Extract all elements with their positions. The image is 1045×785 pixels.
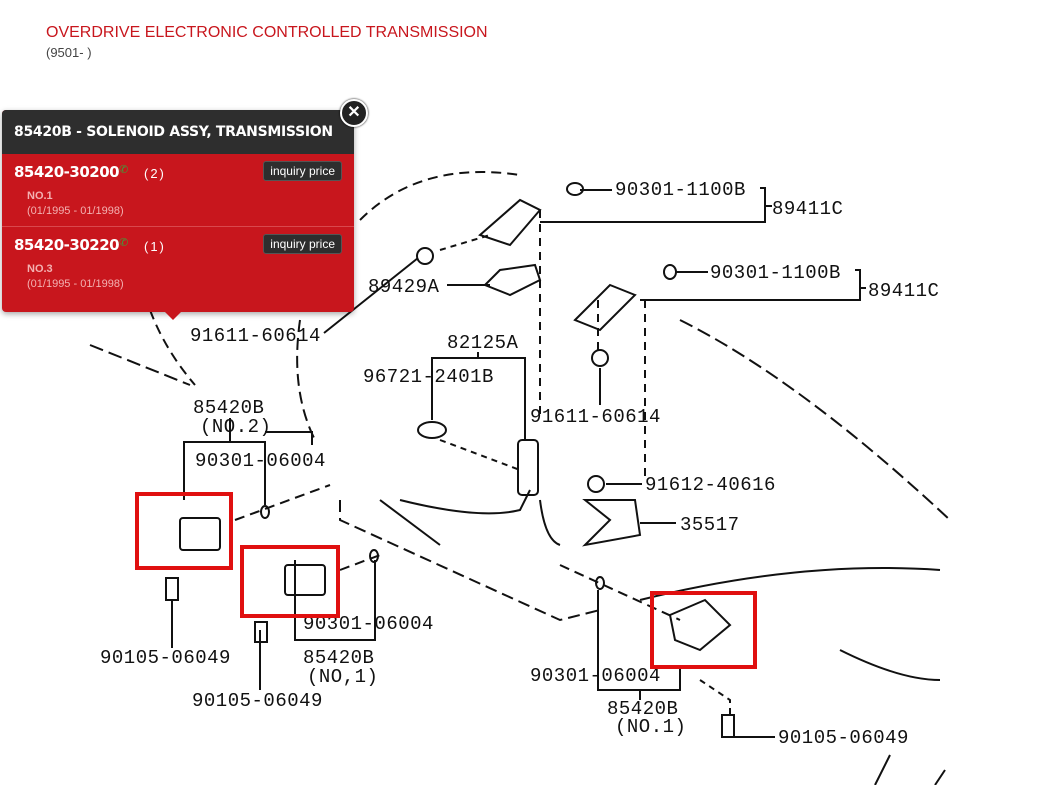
part-label[interactable]: 91611-60614 (530, 406, 661, 428)
part-label[interactable]: 91611-60614 (190, 325, 321, 347)
part-label[interactable]: 96721-2401B (363, 366, 494, 388)
part-dates: (01/1995 - 01/1998) (27, 278, 124, 290)
highlight-box[interactable] (240, 545, 340, 618)
part-label[interactable]: 90301-06004 (303, 613, 434, 635)
part-dates: (01/1995 - 01/1998) (27, 205, 124, 217)
close-icon[interactable]: ✕ (340, 99, 368, 127)
part-label: (NO.2) (200, 416, 271, 438)
highlight-box[interactable] (650, 591, 757, 669)
part-label[interactable]: 90301-06004 (530, 665, 661, 687)
part-number[interactable]: 85420-30220✆ (14, 236, 128, 254)
part-number[interactable]: 85420-30200✆ (14, 163, 128, 181)
part-note: NO.3 (01/1995 - 01/1998) (27, 262, 124, 292)
part-quantity: (2) (144, 166, 166, 181)
part-label[interactable]: 90301-1100B (615, 179, 746, 201)
part-label[interactable]: 90105-06049 (100, 647, 231, 669)
page-subtitle: (9501- ) (46, 45, 92, 60)
phone-icon: ✆ (119, 236, 128, 249)
part-number-text: 85420-30200 (14, 163, 120, 181)
part-label[interactable]: 89411C (868, 280, 939, 302)
popup-title: 85420B - SOLENOID ASSY, TRANSMISSION (2, 110, 354, 154)
part-label[interactable]: 90105-06049 (778, 727, 909, 749)
popup-pointer (164, 311, 182, 320)
part-label[interactable]: 85420B (607, 698, 678, 720)
part-label: (NO,1) (307, 666, 378, 688)
part-label: (NO.1) (615, 716, 686, 738)
part-label[interactable]: 90301-1100B (710, 262, 841, 284)
page-title: OVERDRIVE ELECTRONIC CONTROLLED TRANSMIS… (46, 24, 488, 41)
part-number-text: 85420-30220 (14, 236, 120, 254)
part-label[interactable]: 89429A (368, 276, 440, 298)
part-label[interactable]: 91612-40616 (645, 474, 776, 496)
part-note-label: NO.3 (27, 263, 53, 275)
part-label[interactable]: 90105-06049 (192, 690, 323, 712)
part-label[interactable]: 85420B (193, 397, 264, 419)
highlight-box[interactable] (135, 492, 233, 570)
part-row: 85420-30200✆ (2) NO.1 (01/1995 - 01/1998)… (2, 154, 354, 227)
part-label[interactable]: 90301-06004 (195, 450, 326, 472)
part-label[interactable]: 35517 (680, 514, 740, 536)
inquiry-price-button[interactable]: inquiry price (263, 161, 342, 181)
part-row: 85420-30220✆ (1) NO.3 (01/1995 - 01/1998)… (2, 227, 354, 299)
part-note: NO.1 (01/1995 - 01/1998) (27, 189, 124, 219)
phone-icon: ✆ (119, 163, 128, 176)
part-label[interactable]: 89411C (772, 198, 843, 220)
part-label[interactable]: 82125A (447, 332, 519, 354)
part-quantity: (1) (144, 239, 166, 254)
inquiry-price-button[interactable]: inquiry price (263, 234, 342, 254)
part-label[interactable]: 85420B (303, 647, 374, 669)
part-popup: 85420B - SOLENOID ASSY, TRANSMISSION 854… (2, 110, 354, 312)
part-note-label: NO.1 (27, 190, 53, 202)
